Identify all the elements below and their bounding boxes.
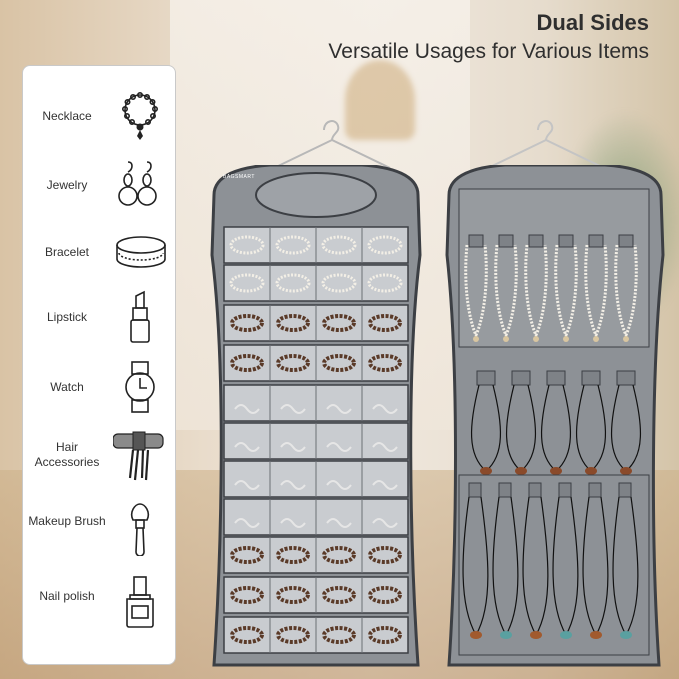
item-lipstick: Lipstick (23, 284, 177, 350)
item-label: Necklace (42, 109, 92, 123)
item-label: Nail polish (39, 589, 95, 603)
item-label: Watch (50, 380, 84, 394)
item-jewelry: Jewelry (23, 152, 177, 218)
item-necklace: Necklace (23, 82, 177, 148)
headline: Dual Sides Versatile Usages for Various … (328, 10, 649, 66)
item-watch: Watch (23, 354, 177, 420)
hair-clip-icon (113, 431, 164, 481)
organizer-hook-side (445, 165, 665, 667)
hook-rows (458, 234, 650, 656)
watch-icon (125, 361, 155, 413)
usage-panel: Necklace Jewelry (22, 65, 176, 665)
pocket-grid (223, 226, 409, 654)
bracelet-icon (116, 236, 166, 268)
earrings-icon (118, 161, 157, 206)
item-hair-accessories: Hair Accessories (23, 422, 177, 488)
necklace-icon (122, 92, 158, 140)
organizer-pocket-side (210, 165, 422, 667)
item-makeup-brush: Makeup Brush (23, 496, 177, 562)
lipstick-icon (130, 290, 150, 343)
item-label: Jewelry (46, 178, 88, 192)
background-lamp (345, 60, 415, 140)
item-label: Lipstick (46, 310, 87, 324)
makeup-brush-icon (130, 503, 150, 556)
item-bracelet: Bracelet (23, 219, 177, 285)
item-label: Hair Accessories (34, 440, 100, 469)
item-nail-polish: Nail polish (23, 569, 177, 635)
nail-polish-icon (126, 576, 154, 628)
headline-subtitle: Versatile Usages for Various Items (328, 40, 649, 63)
item-label: Makeup Brush (28, 514, 106, 528)
headline-title: Dual Sides (536, 10, 649, 35)
item-label: Bracelet (44, 245, 90, 259)
brand-tag: BAGSMART (223, 174, 255, 180)
